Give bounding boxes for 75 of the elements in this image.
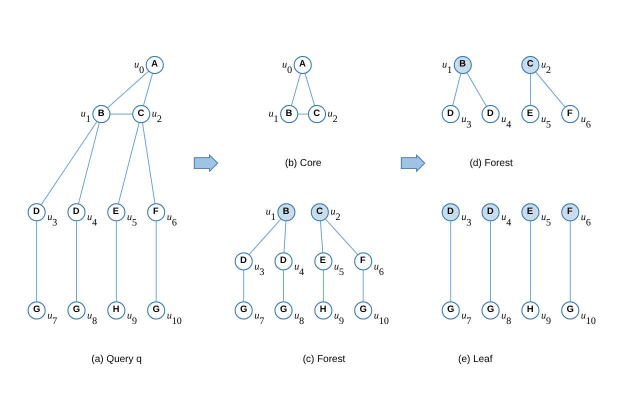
node-circle: F bbox=[561, 203, 580, 222]
connector bbox=[107, 70, 150, 108]
node-circle: D bbox=[274, 252, 293, 270]
connector bbox=[248, 218, 282, 255]
node-circle: G bbox=[274, 301, 293, 320]
connector bbox=[291, 72, 301, 106]
node-circle: H bbox=[107, 301, 126, 320]
node-circle: B bbox=[280, 105, 298, 124]
connector bbox=[142, 122, 156, 204]
connector bbox=[78, 122, 100, 204]
node-circle: D bbox=[442, 105, 460, 124]
connector bbox=[535, 72, 566, 108]
node-circle: A bbox=[146, 56, 164, 74]
node-circle: D bbox=[67, 203, 86, 222]
connector bbox=[116, 220, 117, 302]
label: (e) Leaf bbox=[458, 354, 493, 366]
label: (a) Query q bbox=[91, 354, 142, 366]
connector bbox=[284, 220, 286, 254]
node-arrow bbox=[194, 154, 218, 172]
node-circle: G bbox=[482, 301, 500, 320]
connector bbox=[304, 72, 316, 106]
connector bbox=[466, 72, 487, 107]
node-circle: D bbox=[28, 203, 46, 222]
connector bbox=[76, 220, 77, 302]
node-circle: H bbox=[314, 301, 332, 320]
node-circle: C bbox=[132, 105, 150, 124]
connector bbox=[243, 270, 244, 302]
node-circle: G bbox=[354, 301, 372, 320]
label: (c) Forest bbox=[302, 354, 346, 366]
node-circle: G bbox=[442, 301, 460, 320]
node-circle: G bbox=[147, 301, 166, 320]
node-circle: F bbox=[147, 203, 166, 222]
connector bbox=[36, 220, 38, 302]
node-circle: A bbox=[294, 56, 312, 74]
node-circle: H bbox=[521, 301, 540, 320]
node-circle: B bbox=[277, 203, 296, 222]
node-circle: G bbox=[28, 301, 46, 320]
connector bbox=[118, 122, 140, 204]
node-circle: E bbox=[521, 203, 540, 222]
label: (b) Core bbox=[284, 158, 322, 169]
node-circle: D bbox=[234, 252, 253, 270]
node-circle: G bbox=[67, 301, 86, 320]
node-circle: C bbox=[521, 56, 540, 74]
node-circle: D bbox=[442, 203, 460, 222]
connector bbox=[324, 218, 358, 255]
connector bbox=[143, 72, 154, 106]
node-circle: G bbox=[561, 301, 580, 320]
node-circle: B bbox=[92, 105, 110, 124]
connector bbox=[297, 114, 309, 115]
node-circle: E bbox=[107, 203, 126, 222]
connector bbox=[570, 220, 571, 302]
node-circle: G bbox=[234, 301, 253, 320]
connector bbox=[452, 72, 462, 106]
node-circle: E bbox=[521, 105, 540, 124]
node-arrow bbox=[400, 154, 426, 172]
node-circle: B bbox=[454, 56, 472, 74]
connector bbox=[156, 220, 157, 302]
node-circle: D bbox=[482, 105, 500, 124]
connector bbox=[530, 73, 531, 106]
node-circle: D bbox=[482, 203, 500, 222]
node-circle: F bbox=[561, 105, 580, 124]
connector bbox=[40, 121, 98, 206]
connector bbox=[110, 114, 133, 115]
connector bbox=[450, 220, 452, 302]
connector bbox=[322, 270, 324, 302]
connector bbox=[320, 220, 324, 254]
connector bbox=[283, 270, 284, 302]
node-circle: E bbox=[314, 252, 332, 270]
node-circle: C bbox=[310, 203, 329, 222]
connector bbox=[530, 220, 531, 302]
connector bbox=[362, 270, 364, 302]
node-circle: F bbox=[354, 252, 372, 270]
connector bbox=[490, 220, 491, 302]
label: (d) Forest bbox=[470, 158, 513, 169]
node-circle: C bbox=[308, 105, 326, 124]
